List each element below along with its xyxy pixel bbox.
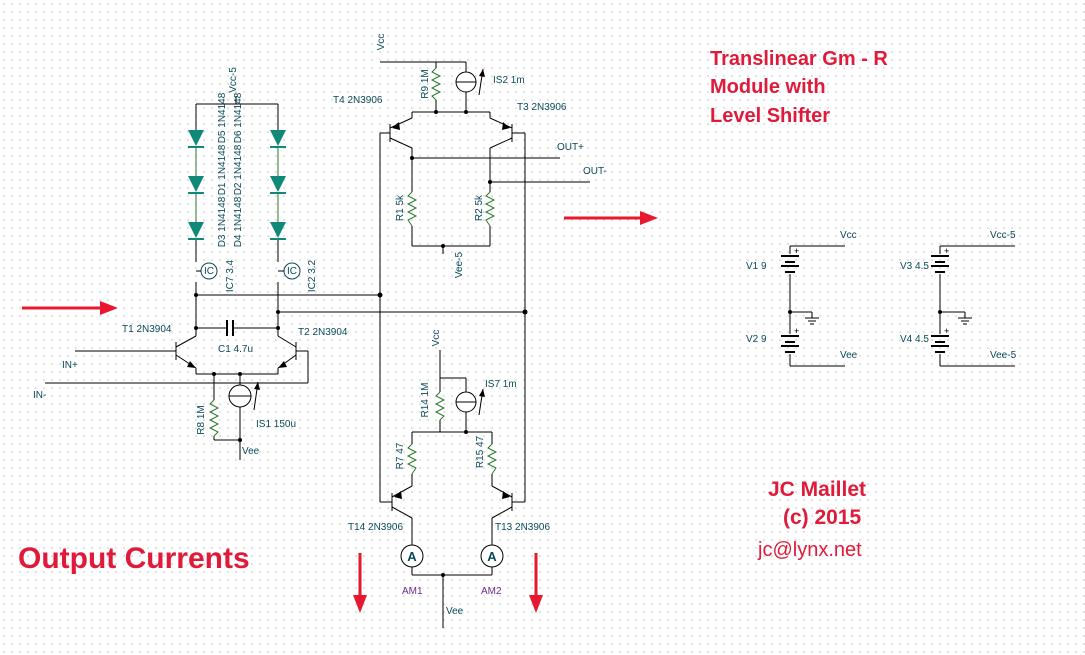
level-shifter-wiring [379, 61, 590, 502]
ammeter-am2-label: AM2 [481, 586, 502, 597]
svg-text:+: + [944, 326, 949, 336]
diode-d6-label: D6 1N4148 [233, 92, 244, 143]
net-vcc-label-2: Vcc [431, 330, 442, 347]
resistor-r7 [406, 443, 418, 475]
svg-text:+: + [944, 246, 949, 256]
svg-text:A: A [487, 549, 497, 564]
junction-dots [194, 110, 942, 577]
output-stage-wiring [380, 350, 525, 628]
diode-d2 [270, 176, 286, 194]
net-vcc5-label: Vcc-5 [228, 67, 239, 93]
supply-v1-label: V1 9 [746, 261, 767, 272]
transistor-t2-label: T2 2N3904 [298, 327, 348, 338]
net-in-plus-label: IN+ [62, 360, 78, 371]
transistor-t1 [175, 335, 197, 369]
resistor-r2-label: R2 5k [474, 194, 485, 221]
resistor-r8-label: R8 1M [196, 405, 207, 434]
diode-d1-label: D1 1N4148 [217, 144, 228, 195]
diode-d3-label: D3 1N4148 [217, 196, 228, 247]
diode-d1 [188, 176, 204, 194]
net-out-plus-label: OUT+ [557, 142, 584, 153]
net-vee-label-1: Vee [242, 446, 260, 457]
output-currents-label: Output Currents [18, 542, 250, 575]
diode-d6 [270, 130, 286, 148]
current-source-is1-label: IS1 150u [256, 419, 296, 430]
title-line-1: Translinear Gm - R [710, 48, 888, 70]
resistor-r2 [484, 191, 496, 227]
capacitor-c1 [226, 320, 234, 336]
current-source-is7 [455, 388, 485, 416]
author-email: jc@lynx.net [757, 539, 862, 561]
transistor-t1-label: T1 2N3904 [122, 324, 172, 335]
output-current-arrow-left [353, 553, 367, 613]
net-vee-label-3: Vee [840, 350, 858, 361]
resistor-r7-label: R7 47 [395, 442, 406, 469]
ammeter-am1: A [400, 544, 424, 568]
current-probe-ic7: IC [196, 262, 218, 280]
resistor-r14 [434, 391, 446, 421]
supply-v4-label: V4 4.5 [900, 334, 929, 345]
supply-v1-v2: + + [781, 245, 845, 367]
current-source-is2-label: IS2 1m [493, 75, 525, 86]
output-current-arrow-right [529, 553, 543, 613]
title-line-2: Module with [710, 76, 826, 98]
transistor-t13-label: T13 2N3906 [495, 522, 550, 533]
diode-d5 [188, 130, 204, 148]
transistor-t14-label: T14 2N3906 [348, 522, 403, 533]
author-name: JC Maillet [768, 478, 866, 501]
input-arrow [22, 301, 118, 315]
resistor-r14-label: R14 1M [420, 382, 431, 417]
diode-d4-label: D4 1N4148 [233, 196, 244, 247]
resistor-r9-label: R9 1M [420, 69, 431, 98]
net-vcc5-label-2: Vcc-5 [990, 230, 1016, 241]
transistor-t4-label: T4 2N3906 [333, 95, 383, 106]
output-arrow [564, 211, 658, 225]
net-vcc-label-1: Vcc [376, 34, 387, 51]
net-out-minus-label: OUT- [583, 166, 607, 177]
svg-text:A: A [407, 549, 417, 564]
resistor-r1 [406, 191, 418, 227]
net-vee-label-2: Vee [446, 606, 464, 617]
net-vcc-label-3: Vcc [840, 230, 857, 241]
resistor-r9 [430, 67, 442, 101]
ammeter-am1-label: AM1 [402, 586, 423, 597]
transistor-t3-label: T3 2N3906 [517, 102, 567, 113]
diode-d5-label: D5 1N4148 [217, 92, 228, 143]
svg-text:+: + [794, 326, 799, 336]
resistor-r15 [486, 443, 498, 475]
svg-text:IC: IC [204, 266, 214, 277]
probe-ic7-label: IC7 3.4 [225, 259, 236, 292]
transistor-t13 [491, 485, 513, 519]
diode-d2-label: D2 1N4148 [233, 144, 244, 195]
diode-d4 [270, 222, 286, 240]
supply-v2-label: V2 9 [746, 334, 767, 345]
resistor-r8 [208, 399, 220, 437]
net-vee5-label: Vee-5 [454, 251, 465, 278]
supply-v3-label: V3 4.5 [900, 261, 929, 272]
title-line-3: Level Shifter [710, 105, 830, 127]
transistor-t3 [489, 117, 513, 149]
svg-text:IC: IC [287, 266, 297, 277]
current-probe-ic2: IC [278, 262, 301, 280]
current-source-is2 [455, 68, 485, 96]
ammeter-am2: A [480, 544, 504, 568]
supply-v3-v4: + + [931, 245, 1015, 367]
resistor-r1-label: R1 5k [395, 194, 406, 221]
transistor-t14 [391, 485, 413, 519]
net-vee5-label-2: Vee-5 [990, 350, 1017, 361]
svg-text:+: + [794, 246, 799, 256]
resistor-r15-label: R15 47 [475, 435, 486, 468]
net-in-minus-label: IN- [33, 390, 46, 401]
transistor-t4 [389, 117, 413, 149]
diode-d3 [188, 222, 204, 240]
current-source-is1 [228, 381, 260, 411]
transistor-t2 [277, 335, 297, 369]
probe-ic2-label: IC2 3.2 [307, 259, 318, 292]
capacitor-c1-label: C1 4.7u [218, 344, 253, 355]
author-copyright: (c) 2015 [783, 506, 862, 529]
current-source-is7-label: IS7 1m [485, 379, 517, 390]
input-stage-wiring [45, 294, 525, 460]
